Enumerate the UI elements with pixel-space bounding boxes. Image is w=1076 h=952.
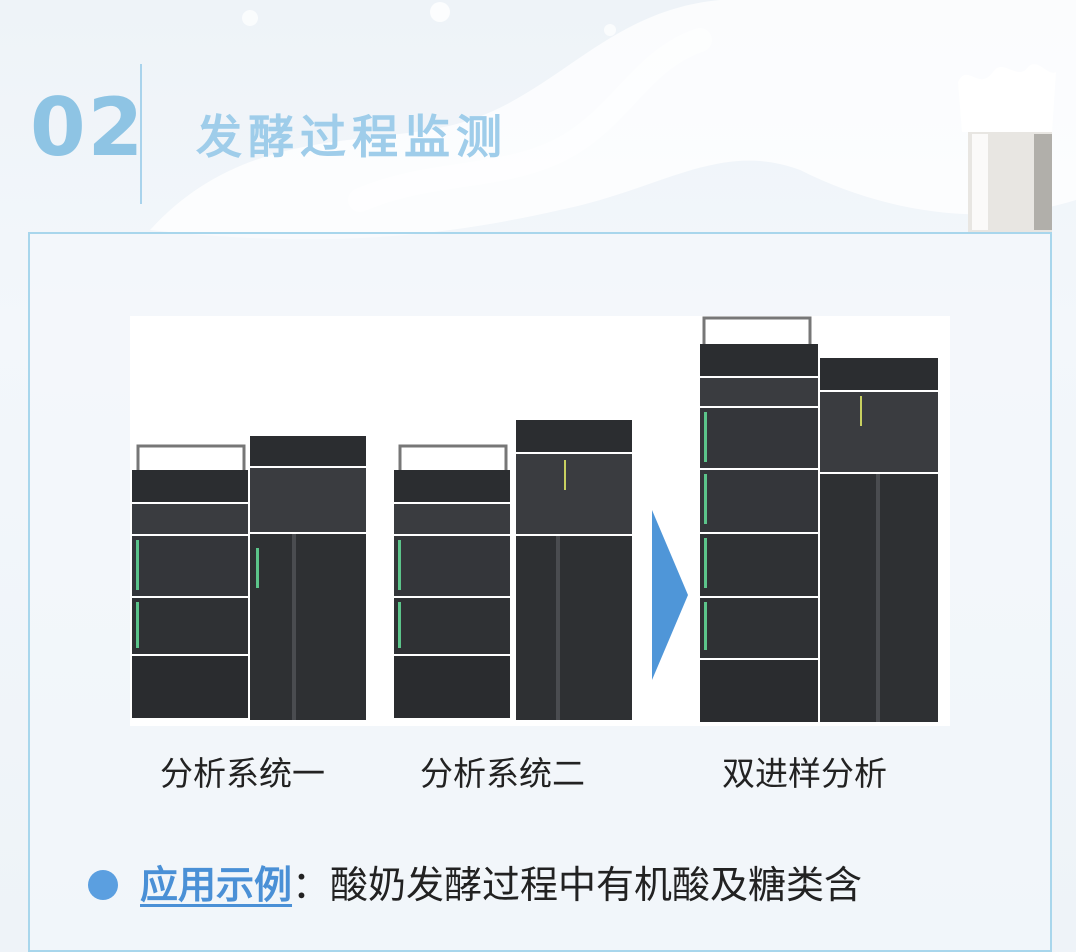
milk-splash-background bbox=[150, 0, 1076, 240]
section-number: 02 bbox=[30, 81, 146, 174]
application-text: 酸奶发酵过程中有机酸及糖类含 bbox=[330, 863, 863, 907]
caption-system-two: 分析系统二 bbox=[420, 754, 585, 793]
instrument-dual-injection-image bbox=[700, 316, 938, 722]
caption-system-one: 分析系统一 bbox=[160, 754, 325, 793]
arrow-right-icon bbox=[652, 510, 688, 680]
instrument-system-one-image bbox=[132, 436, 366, 720]
application-example: 应用示例：酸奶发酵过程中有机酸及糖类含 bbox=[140, 858, 862, 912]
section-title: 发酵过程监测 bbox=[196, 110, 508, 164]
caption-dual-injection: 双进样分析 bbox=[722, 754, 887, 793]
title-divider bbox=[140, 64, 142, 204]
application-label[interactable]: 应用示例 bbox=[140, 863, 293, 907]
milk-glass-image bbox=[958, 64, 1056, 232]
bullet-dot-icon bbox=[88, 870, 118, 900]
application-separator: ： bbox=[292, 863, 331, 907]
instrument-system-two-image bbox=[394, 420, 632, 720]
